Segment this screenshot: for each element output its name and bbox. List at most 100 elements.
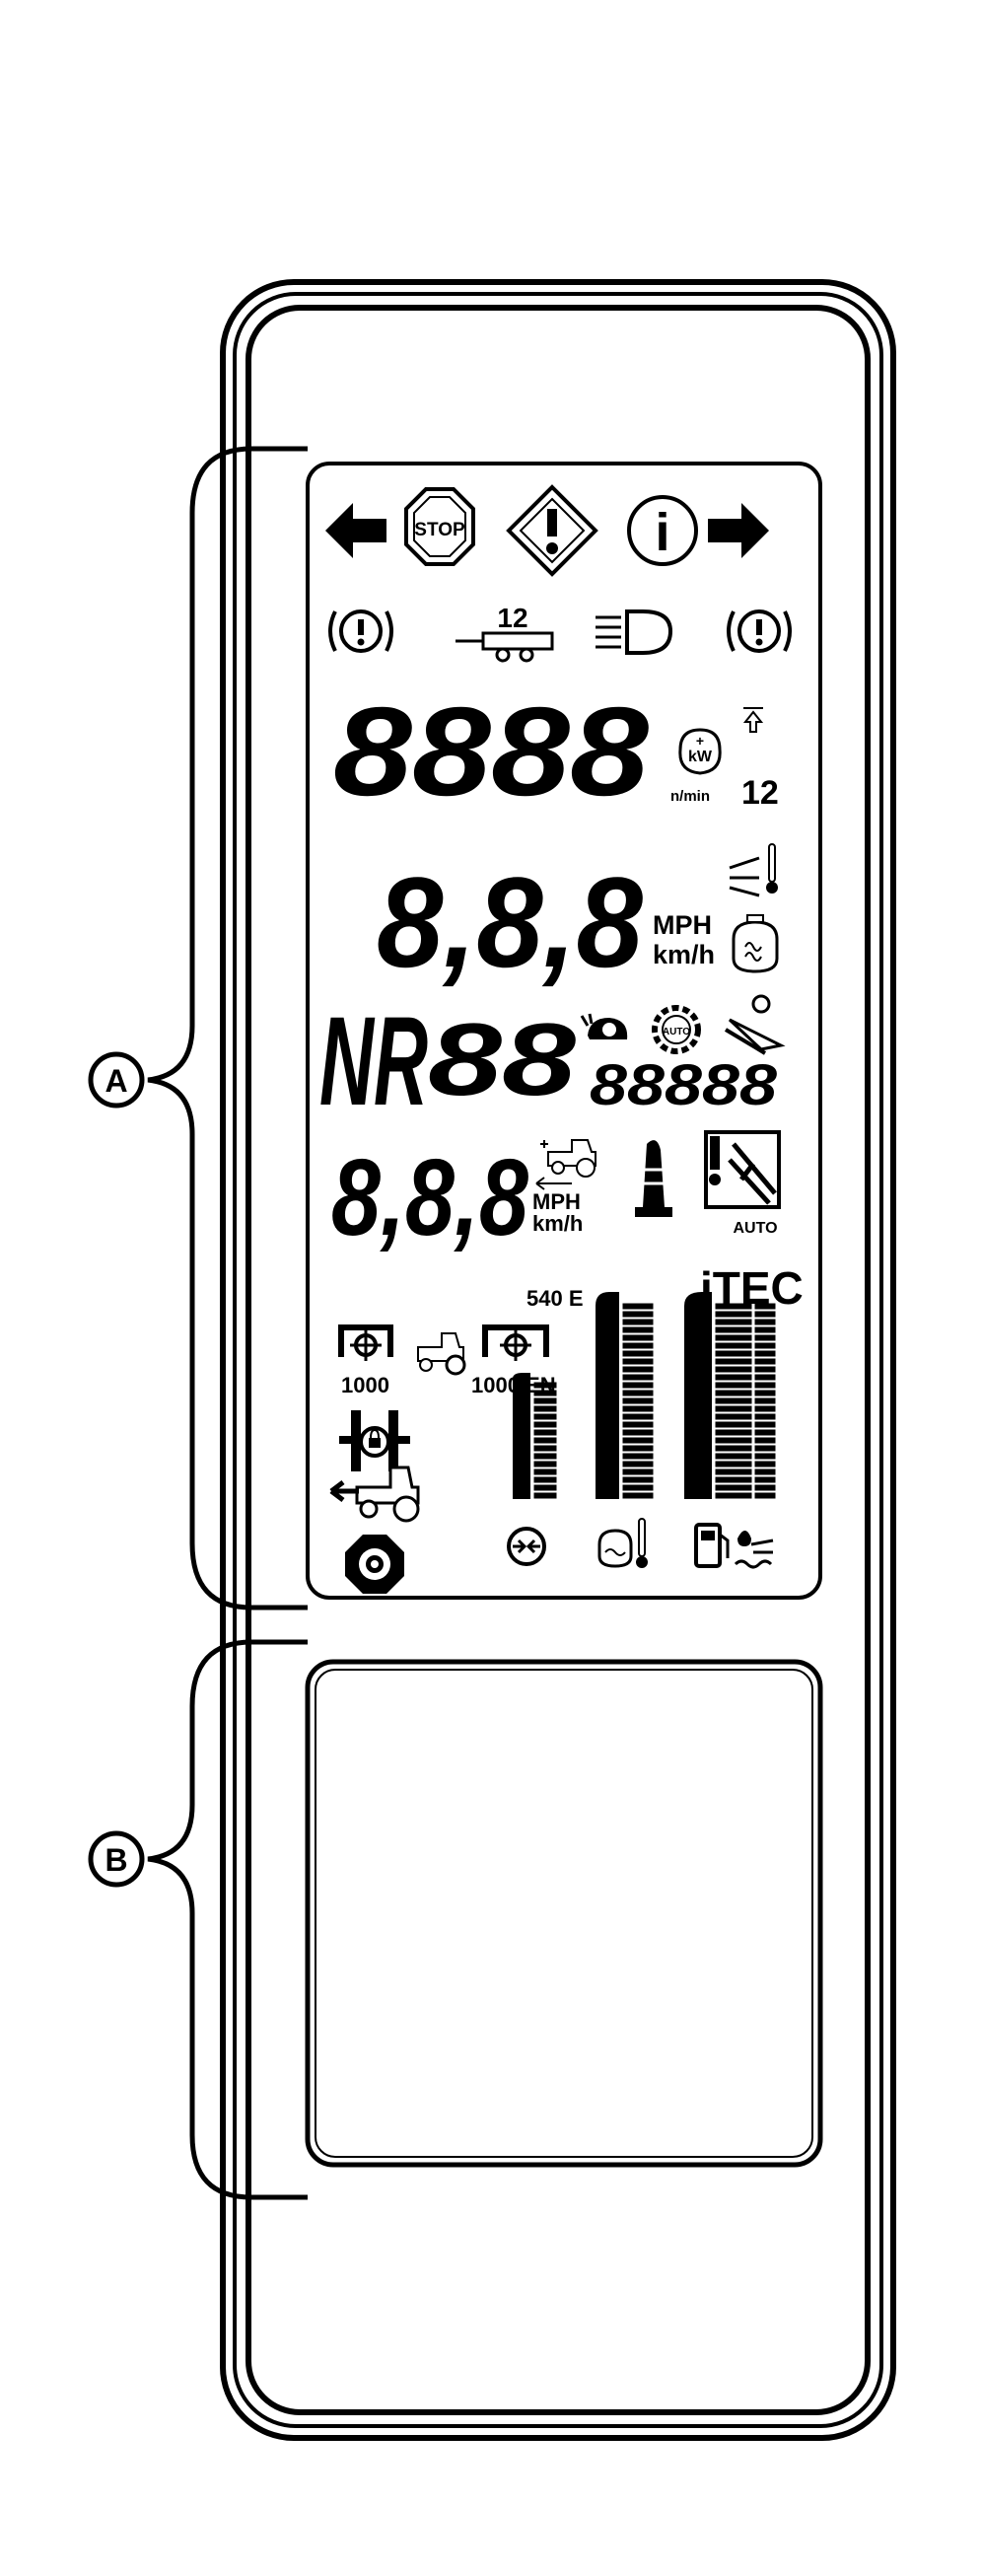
target-speed-digits: 8,8,8	[331, 1137, 529, 1258]
bar-gauge-left-segment	[533, 1382, 557, 1389]
bar-gauge-right-outer-segment	[754, 1492, 776, 1499]
brake-warning-left-icon	[328, 609, 393, 653]
bar-gauge-right-outer-segment	[754, 1358, 776, 1365]
bar-gauge-right-outer-segment	[754, 1319, 776, 1325]
bar-gauge-right-segment	[715, 1437, 752, 1444]
bar-gauge-left-segments	[533, 1382, 557, 1499]
def-fluid-icon	[734, 1531, 774, 1569]
bar-gauge-right-segment	[715, 1413, 752, 1420]
bar-gauge-right-segment	[715, 1492, 752, 1499]
bar-gauge-right-outer-segment	[754, 1326, 776, 1333]
target-unit-top: MPH	[532, 1189, 581, 1214]
bar-gauge-middle-segment	[622, 1366, 654, 1373]
bar-gauge-right-segment	[715, 1397, 752, 1404]
bar-gauge-left-segment	[533, 1390, 557, 1396]
bar-gauge-right-outer-segment	[754, 1413, 776, 1420]
bar-gauge-right-outer-segment	[754, 1350, 776, 1357]
bar-gauge-right-segment	[715, 1390, 752, 1396]
pto-rear-icon	[338, 1324, 393, 1361]
pto-front-icon	[482, 1324, 549, 1361]
bar-gauge-right-segment	[715, 1445, 752, 1452]
engine-preheat-icon	[732, 914, 779, 973]
four-wheel-drive-icon	[345, 1535, 404, 1594]
arrow-left-icon	[325, 503, 386, 558]
tractor-reverse-icon	[329, 1466, 420, 1523]
bar-gauge-middle-segment	[622, 1319, 654, 1325]
bar-gauge-right-outer-segment	[754, 1311, 776, 1318]
bar-gauge-middle-segment	[622, 1405, 654, 1412]
svg-text:AUTO: AUTO	[733, 1220, 777, 1237]
callout-bracket-b	[147, 1639, 308, 2200]
bar-gauge-right-outer-segment	[754, 1303, 776, 1310]
bar-gauge-middle-segment	[622, 1390, 654, 1396]
bar-gauge-middle-segment	[622, 1342, 654, 1349]
transmission-oil-icon	[507, 1527, 546, 1566]
arrow-right-icon	[708, 503, 769, 558]
bar-gauge-right-segment	[715, 1303, 752, 1310]
trailer-icon: 12	[456, 603, 554, 663]
bar-gauge-right-outer-segment	[754, 1429, 776, 1436]
bar-gauge-middle-segment	[622, 1476, 654, 1483]
callout-bracket-a	[147, 446, 308, 1610]
bar-gauge-right-outer-segment	[754, 1453, 776, 1460]
callout-b-label: B	[105, 1842, 127, 1878]
bar-gauge-middle-segment	[622, 1421, 654, 1428]
small-digit-row: 88888	[590, 1053, 778, 1117]
bar-gauge-right-outer-segment	[754, 1421, 776, 1428]
bar-gauge-middle-segment	[622, 1350, 654, 1357]
bar-gauge-left-segment	[533, 1492, 557, 1499]
coolant-temp-icon	[597, 1518, 648, 1568]
bar-gauge-right-outer-segment	[754, 1476, 776, 1483]
bar-gauge-right-segment	[715, 1468, 752, 1475]
bar-gauge-middle-segment	[622, 1397, 654, 1404]
bar-gauge-left-segment	[533, 1429, 557, 1436]
bar-gauge-right	[684, 1292, 776, 1499]
bar-gauge-right-segment	[715, 1366, 752, 1373]
svg-text:kW: kW	[688, 749, 713, 765]
bar-gauge-left-segment	[533, 1445, 557, 1452]
differential-lock-icon	[339, 1410, 410, 1471]
bar-gauge-middle	[596, 1292, 654, 1499]
bar-gauge-right-segment	[715, 1453, 752, 1460]
bar-gauge-middle-segments	[622, 1303, 654, 1499]
info-icon: i	[627, 495, 698, 566]
creeper-snail-icon	[580, 1013, 628, 1039]
gear-digits: 88	[428, 1003, 576, 1117]
bar-gauge-right-segment	[715, 1429, 752, 1436]
cluster-housing	[220, 279, 896, 2441]
bar-gauge-right-segment	[715, 1421, 752, 1428]
bar-gauge-middle-segment	[622, 1445, 654, 1452]
bar-gauge-middle-segment	[622, 1429, 654, 1436]
bar-gauge-right-outer-segment	[754, 1374, 776, 1381]
bar-gauge-middle-segment	[622, 1453, 654, 1460]
bar-gauge-right-outer-segment	[754, 1342, 776, 1349]
bar-gauge-right-outer-segment	[754, 1484, 776, 1491]
pto-right-top-label: 540 E	[526, 1286, 584, 1311]
pto-left-label: 1000	[341, 1373, 389, 1397]
gear-prefix: NR	[319, 991, 428, 1132]
bar-gauge-right-outer-segment	[754, 1390, 776, 1396]
blank-display-panel	[305, 1659, 823, 2168]
rpm-digits: 8888	[333, 681, 649, 823]
rpm-readout: 8888	[333, 681, 649, 823]
svg-text:i: i	[655, 503, 669, 562]
bar-gauge-left-segment	[533, 1413, 557, 1420]
svg-text:12: 12	[497, 603, 527, 633]
bar-gauge-middle-segment	[622, 1303, 654, 1310]
speed-digits: 8,8,8	[377, 850, 644, 994]
bar-gauge-left-segment	[533, 1397, 557, 1404]
bar-gauge-middle-segment	[622, 1374, 654, 1381]
fuel-icon	[694, 1523, 730, 1568]
speed-unit-bottom: km/h	[653, 940, 715, 969]
bar-gauge-middle-segment	[622, 1484, 654, 1491]
joystick-icon	[635, 1140, 672, 1217]
warning-diamond-icon	[506, 484, 598, 577]
target-unit-bottom: km/h	[532, 1211, 583, 1236]
bar-gauge-left-segment	[533, 1461, 557, 1467]
bar-gauge-right-outer-segment	[754, 1468, 776, 1475]
stop-sign-icon: STOP	[404, 487, 475, 566]
bar-gauge-middle-segment	[622, 1492, 654, 1499]
bar-gauge-right-segment	[715, 1311, 752, 1318]
bar-gauge-right-segment	[715, 1342, 752, 1349]
tractor-ground-speed-icon	[535, 1139, 596, 1190]
